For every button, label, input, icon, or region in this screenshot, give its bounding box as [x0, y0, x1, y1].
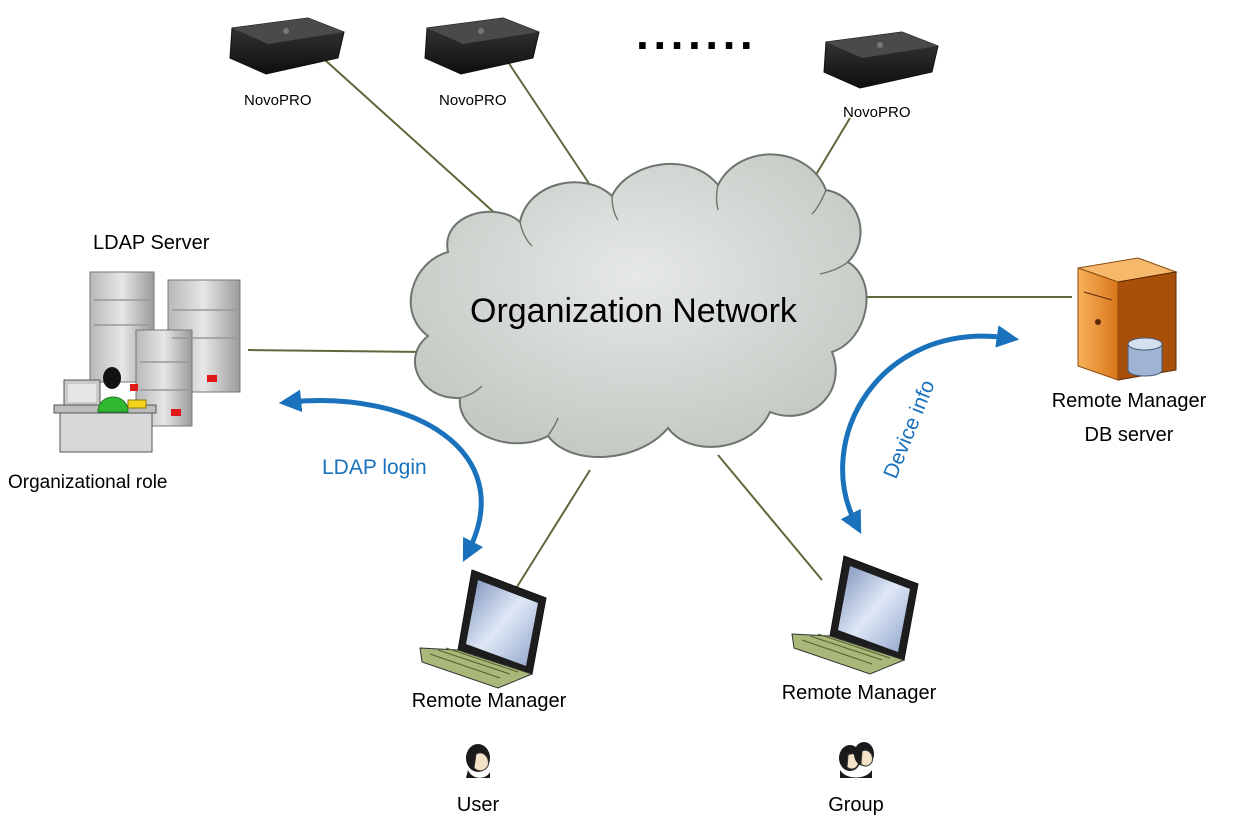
device-info-label: Device info [879, 377, 939, 482]
device-info-arrow [840, 325, 1020, 534]
laptop-icon-1 [419, 569, 547, 689]
ldap-login-label: LDAP login [322, 456, 427, 479]
group-persons-icon [839, 742, 874, 778]
connector-laptop-2 [717, 454, 823, 581]
laptop-label-2: Remote Manager [781, 682, 937, 704]
cloud-shape [409, 153, 868, 459]
group-label: Group [828, 794, 884, 816]
novopro-label-2: NovoPRO [439, 92, 507, 109]
ldap-server-icon [53, 271, 241, 453]
database-cylinder-icon [1127, 337, 1163, 377]
cloud-label: Organization Network [470, 292, 797, 330]
connector-novopro-2 [507, 61, 601, 201]
novopro-device-3 [823, 31, 939, 89]
novopro-label-3: NovoPRO [843, 104, 911, 121]
ldap-server-title: LDAP Server [93, 232, 210, 254]
user-person-icon [466, 744, 490, 778]
db-server-icon [1077, 257, 1178, 381]
laptop-label-1: Remote Manager [411, 690, 567, 712]
ldap-login-arrow [278, 389, 484, 563]
db-server-label-line2: DB server [1084, 424, 1174, 446]
novopro-label-1: NovoPRO [244, 92, 312, 109]
connector-novopro-1 [324, 59, 509, 226]
connector-ldap [247, 349, 426, 353]
ldap-server-caption: Organizational role [8, 472, 168, 493]
connector-lines [247, 59, 1072, 591]
connector-laptop-1 [514, 469, 591, 591]
novopro-device-1 [229, 17, 345, 75]
db-server-label-line1: Remote Manager [1051, 390, 1207, 412]
laptop-icon-2 [791, 555, 919, 675]
user-label: User [456, 794, 500, 816]
more-devices-ellipsis: ······· [636, 19, 758, 71]
novopro-device-2 [424, 17, 540, 75]
